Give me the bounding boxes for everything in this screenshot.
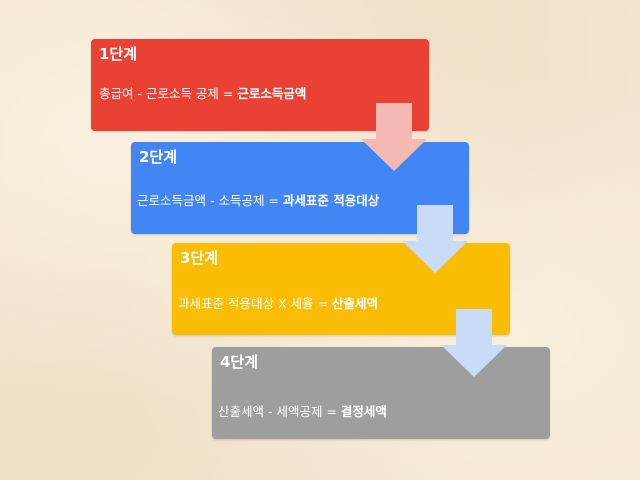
down-arrow-2-icon <box>402 205 468 273</box>
step-2-formula: 근로소득금액 - 소득공제 = 과세표준 적용대상 <box>137 190 379 209</box>
step-4-box: 4단계 산출세액 - 세액공제 = 결정세액 <box>212 347 550 439</box>
step-2-title: 2단계 <box>139 148 178 166</box>
step-3-title: 3단계 <box>180 249 219 267</box>
step-1-title: 1단계 <box>99 45 138 63</box>
down-arrow-1-icon <box>361 103 427 171</box>
step-3-box: 3단계 과세표준 적용대상 X 세율 = 산출세액 <box>172 243 510 335</box>
down-arrow-3-icon <box>441 309 507 377</box>
step-2-box: 2단계 근로소득금액 - 소득공제 = 과세표준 적용대상 <box>131 142 469 234</box>
step-2-formula-prefix: 근로소득금액 - 소득공제 = <box>137 193 283 208</box>
step-1-formula: 총급여 - 근로소득 공제 = 근로소득금액 <box>99 83 306 102</box>
step-3-formula: 과세표준 적용대상 X 세율 = 산출세액 <box>178 293 378 312</box>
step-3-result: 산출세액 <box>331 296 378 311</box>
step-4-formula: 산출세액 - 세액공제 = 결정세액 <box>218 401 387 420</box>
step-3-formula-prefix: 과세표준 적용대상 X 세율 = <box>178 296 332 311</box>
step-1-formula-prefix: 총급여 - 근로소득 공제 = <box>99 86 238 101</box>
step-1-result: 근로소득금액 <box>237 86 307 101</box>
step-4-result: 결정세액 <box>340 404 387 419</box>
step-1-box: 1단계 총급여 - 근로소득 공제 = 근로소득금액 <box>91 39 429 131</box>
step-2-result: 과세표준 적용대상 <box>282 193 380 208</box>
step-4-title: 4단계 <box>220 353 259 371</box>
step-4-formula-prefix: 산출세액 - 세액공제 = <box>218 404 341 419</box>
